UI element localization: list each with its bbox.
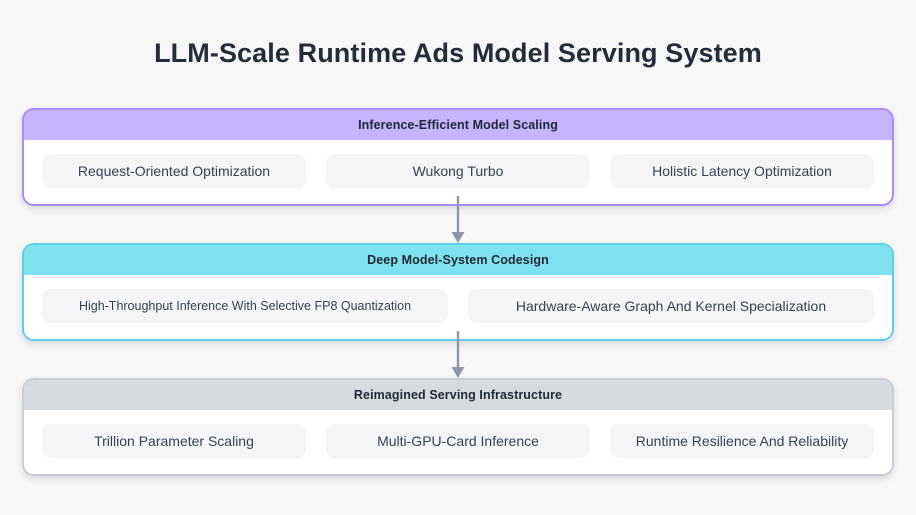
list-item[interactable]: High-Throughput Inference With Selective… <box>42 289 448 323</box>
section-card-reimagined-serving-infrastructure: Reimagined Serving Infrastructure Trilli… <box>22 378 894 476</box>
list-item[interactable]: Request-Oriented Optimization <box>42 154 306 188</box>
list-item[interactable]: Runtime Resilience And Reliability <box>610 424 874 458</box>
section-header: Reimagined Serving Infrastructure <box>24 380 892 410</box>
list-item[interactable]: Hardware-Aware Graph And Kernel Speciali… <box>468 289 874 323</box>
list-item[interactable]: Holistic Latency Optimization <box>610 154 874 188</box>
page-title: LLM-Scale Runtime Ads Model Serving Syst… <box>154 38 762 68</box>
section-header: Deep Model-System Codesign <box>24 245 892 275</box>
section-items: High-Throughput Inference With Selective… <box>24 275 892 339</box>
list-item[interactable]: Multi-GPU-Card Inference <box>326 424 590 458</box>
section-card-deep-model-system-codesign: Deep Model-System Codesign High-Throughp… <box>22 243 894 341</box>
section-items: Request-Oriented Optimization Wukong Tur… <box>24 140 892 204</box>
section-items: Trillion Parameter Scaling Multi-GPU-Car… <box>24 410 892 474</box>
section-header: Inference-Efficient Model Scaling <box>24 110 892 140</box>
list-item[interactable]: Trillion Parameter Scaling <box>42 424 306 458</box>
arrow-down-icon <box>451 331 465 378</box>
section-card-inference-efficient-model-scaling: Inference-Efficient Model Scaling Reques… <box>22 108 894 206</box>
list-item[interactable]: Wukong Turbo <box>326 154 590 188</box>
arrow-down-icon <box>451 196 465 243</box>
